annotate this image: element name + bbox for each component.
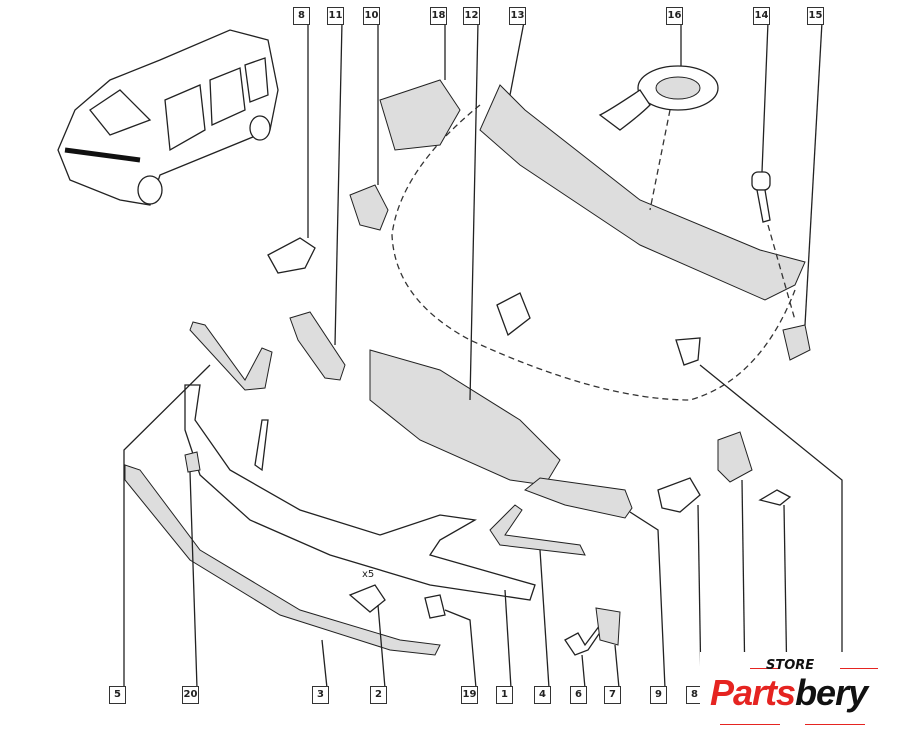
logo-word-red: Parts xyxy=(710,672,796,713)
bracket-right xyxy=(717,431,753,483)
part-14-bolt xyxy=(751,171,796,321)
callout-10: 10 xyxy=(363,7,380,25)
callout-12: 12 xyxy=(463,7,480,25)
part-10-bracket xyxy=(349,184,389,231)
part-4-trim-strip xyxy=(489,504,586,556)
callout-8: 8 xyxy=(293,7,310,25)
part-6-screw xyxy=(564,624,604,656)
part-20-clip xyxy=(184,451,201,473)
part-11-bracket xyxy=(289,311,346,381)
callout-16: 16 xyxy=(666,7,683,25)
screw-right xyxy=(758,489,792,506)
callout-13: 13 xyxy=(509,7,526,25)
callout-3: 3 xyxy=(312,686,329,704)
callout-4: 4 xyxy=(534,686,551,704)
quantity-note: x5 xyxy=(362,569,375,580)
part-1-bumper xyxy=(184,384,536,601)
callout-14: 14 xyxy=(753,7,770,25)
logo-word-black: bery xyxy=(795,672,868,713)
leader-lines xyxy=(123,21,843,689)
part-3-lower-spoiler xyxy=(124,464,441,656)
push-clip xyxy=(675,337,701,366)
callout-19: 19 xyxy=(461,686,478,704)
callout-9: 9 xyxy=(650,686,667,704)
mounting-plate xyxy=(496,292,531,337)
part-18-air-vent xyxy=(379,79,461,151)
part-15-clip xyxy=(782,324,811,361)
part-16-seal-roll xyxy=(598,65,719,211)
logo-wordmark: Partsbery xyxy=(710,672,868,714)
callout-11: 11 xyxy=(327,7,344,25)
logo-store-text: STORE xyxy=(766,658,815,673)
callout-2: 2 xyxy=(370,686,387,704)
part-7-bracket xyxy=(595,607,621,646)
part-13-cowl-panel xyxy=(479,84,806,301)
partsbery-logo: STORE Partsbery xyxy=(700,652,890,732)
windscreen-outline xyxy=(391,104,796,401)
part-2-clip xyxy=(348,584,386,613)
part-8-clip-lower xyxy=(657,477,701,513)
part-12-grille xyxy=(369,349,561,486)
callout-20: 20 xyxy=(182,686,199,704)
callout-18: 18 xyxy=(430,7,447,25)
callout-15: 15 xyxy=(807,7,824,25)
callout-7: 7 xyxy=(604,686,621,704)
part-9-trim-strip xyxy=(524,477,633,519)
part-8-clip xyxy=(267,237,316,274)
callout-6: 6 xyxy=(570,686,587,704)
part-19-clip xyxy=(424,594,446,619)
callout-5: 5 xyxy=(109,686,126,704)
vehicle-illustration xyxy=(57,29,279,206)
part-5-trim-strip xyxy=(189,321,273,391)
callout-1: 1 xyxy=(496,686,513,704)
